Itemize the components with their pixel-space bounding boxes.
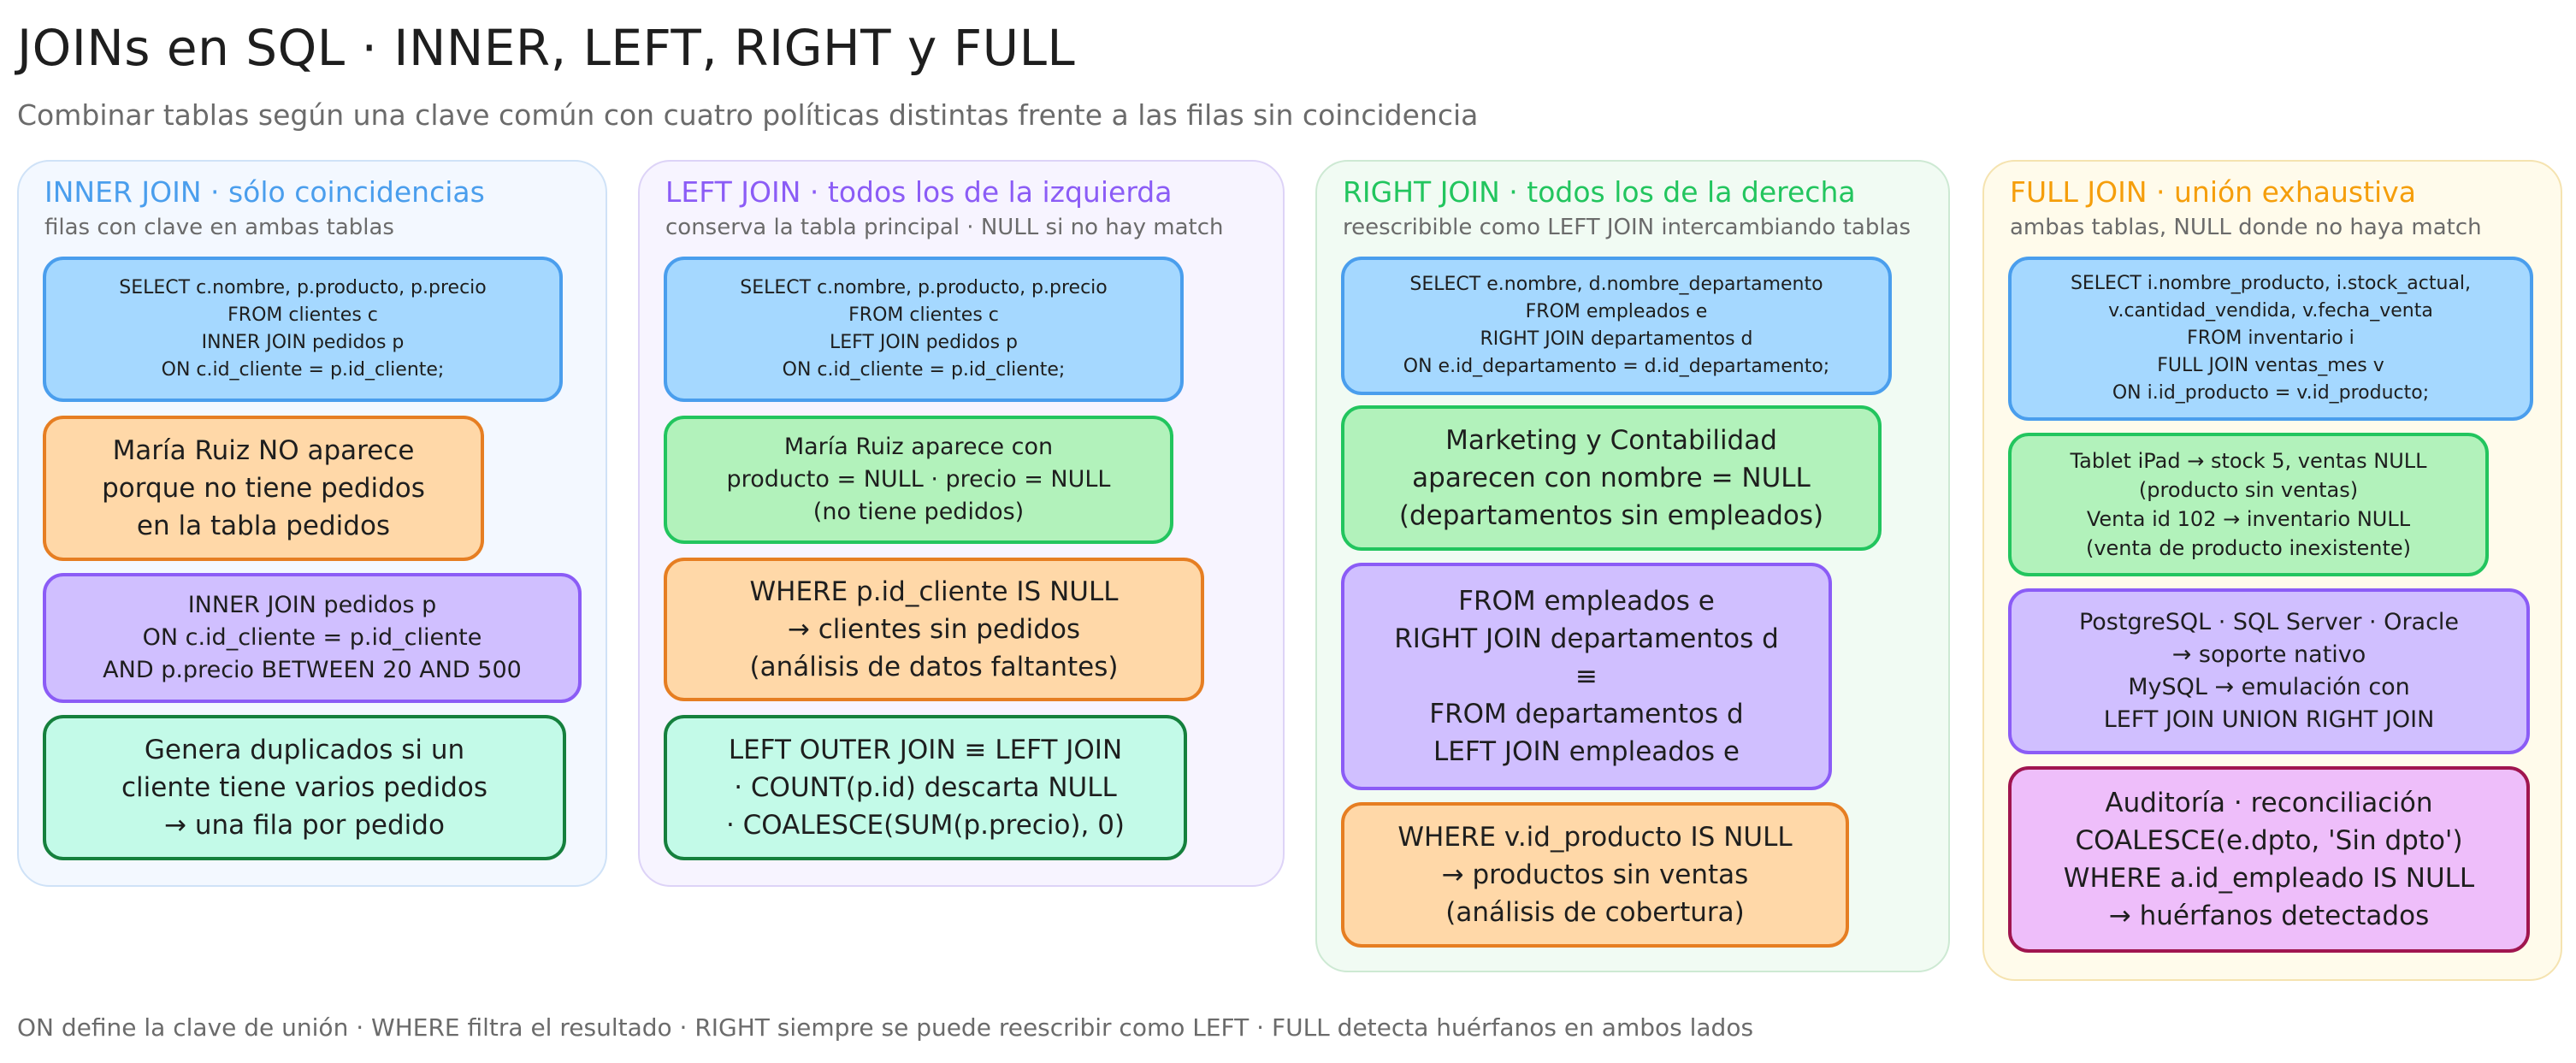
full-join-support-note: PostgreSQL · SQL Server · Oracle → sopor… [2078, 609, 2460, 733]
right-join-title: RIGHT JOIN · todos los de la derecha [1343, 175, 1856, 209]
inner-join-condition: INNER JOIN pedidos p ON c.id_cliente = p… [103, 592, 522, 683]
right-join-rewrite-box: FROM empleados e RIGHT JOIN departamento… [1341, 563, 1832, 790]
right-join-query-box: SELECT e.nombre, d.nombre_departamento F… [1341, 257, 1892, 395]
left-join-query: SELECT c.nombre, p.producto, p.precio FR… [740, 277, 1108, 381]
left-join-query-box: SELECT c.nombre, p.producto, p.precio FR… [664, 257, 1184, 402]
left-join-null-box: María Ruiz aparece con producto = NULL ·… [664, 416, 1173, 544]
inner-join-condition-box: INNER JOIN pedidos p ON c.id_cliente = p… [43, 573, 582, 703]
right-join-query: SELECT e.nombre, d.nombre_departamento F… [1403, 274, 1830, 377]
inner-join-duplicates-note: Genera duplicados si un cliente tiene va… [121, 735, 487, 841]
page-title: JOINs en SQL · INNER, LEFT, RIGHT y FULL [17, 19, 1076, 77]
left-join-where-note: WHERE p.id_cliente IS NULL → clientes si… [749, 576, 1119, 682]
full-join-null-note: Tablet iPad → stock 5, ventas NULL (prod… [2070, 449, 2427, 560]
inner-join-duplicates-box: Genera duplicados si un cliente tiene va… [43, 715, 566, 860]
left-join-where-box: WHERE p.id_cliente IS NULL → clientes si… [664, 558, 1204, 701]
inner-join-title: INNER JOIN · sólo coincidencias [44, 175, 485, 209]
left-join-outer-box: LEFT OUTER JOIN ≡ LEFT JOIN · COUNT(p.id… [664, 715, 1187, 860]
inner-join-missing-note: María Ruiz NO aparece porque no tiene pe… [102, 435, 425, 541]
inner-join-query-box: SELECT c.nombre, p.producto, p.precio FR… [43, 257, 563, 402]
left-join-outer-note: LEFT OUTER JOIN ≡ LEFT JOIN · COUNT(p.id… [725, 735, 1126, 841]
left-join-title: LEFT JOIN · todos los de la izquierda [665, 175, 1173, 209]
full-join-audit-note: Auditoría · reconciliación COALESCE(e.dp… [2063, 788, 2475, 931]
full-join-subtitle: ambas tablas, NULL donde no haya match [2010, 215, 2482, 240]
right-join-null-note: Marketing y Contabilidad aparecen con no… [1398, 425, 1824, 531]
page-subtitle: Combinar tablas según una clave común co… [17, 98, 1479, 132]
full-join-audit-box: Auditoría · reconciliación COALESCE(e.dp… [2008, 766, 2530, 953]
right-join-null-box: Marketing y Contabilidad aparecen con no… [1341, 405, 1882, 551]
inner-join-missing-box: María Ruiz NO aparece porque no tiene pe… [43, 416, 484, 561]
right-join-where-note: WHERE v.id_producto IS NULL → productos … [1397, 822, 1793, 928]
right-join-rewrite-note: FROM empleados e RIGHT JOIN departamento… [1394, 586, 1779, 767]
right-join-where-box: WHERE v.id_producto IS NULL → productos … [1341, 802, 1849, 948]
left-join-null-note: María Ruiz aparece con producto = NULL ·… [726, 434, 1111, 525]
right-join-subtitle: reescribible como LEFT JOIN intercambian… [1343, 215, 1911, 240]
full-join-null-box: Tablet iPad → stock 5, ventas NULL (prod… [2008, 433, 2489, 576]
inner-join-subtitle: filas con clave en ambas tablas [44, 215, 394, 240]
left-join-subtitle: conserva la tabla principal · NULL si no… [665, 215, 1224, 240]
full-join-title: FULL JOIN · unión exhaustiva [2010, 175, 2416, 209]
full-join-query: SELECT i.nombre_producto, i.stock_actual… [2070, 273, 2472, 404]
inner-join-query: SELECT c.nombre, p.producto, p.precio FR… [119, 277, 487, 381]
footer-note: ON define la clave de unión · WHERE filt… [17, 1013, 1754, 1042]
full-join-support-box: PostgreSQL · SQL Server · Oracle → sopor… [2008, 588, 2530, 754]
full-join-query-box: SELECT i.nombre_producto, i.stock_actual… [2008, 257, 2533, 421]
